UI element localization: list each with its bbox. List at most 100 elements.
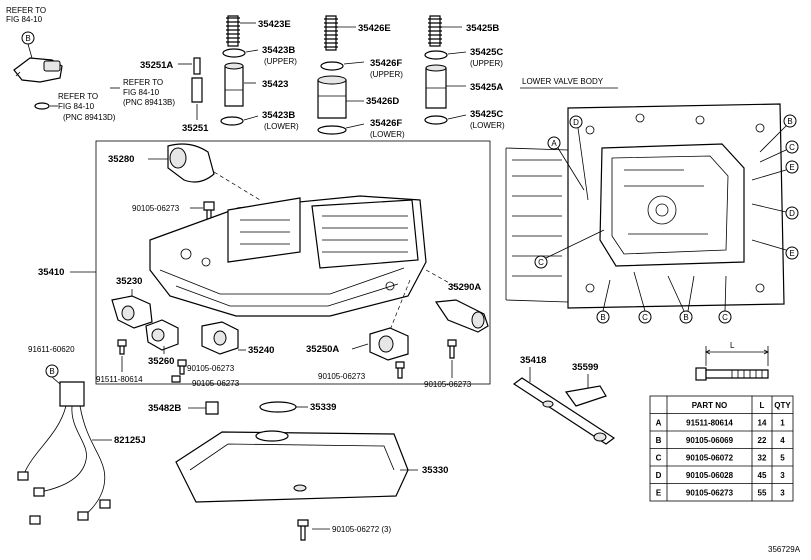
o-ring-icon	[220, 116, 244, 126]
table-cell: 90105-06273	[686, 489, 734, 498]
callout-e-1-letter: E	[789, 163, 794, 172]
spring-icon	[428, 15, 442, 47]
callout-b-1-letter: B	[787, 117, 792, 126]
refer-note-a-line3: (PNC 89413B)	[123, 98, 175, 107]
label-82125J: 82125J	[114, 435, 146, 446]
label-35423B-upper: 35423B	[262, 45, 295, 56]
bolt-shank-icon	[705, 369, 769, 379]
callout-b-top-letter: B	[25, 34, 30, 43]
label-35482B: 35482B	[148, 403, 181, 414]
note-lower-2: (LOWER)	[370, 130, 405, 139]
table-cell: 45	[758, 471, 767, 480]
valve-icon	[191, 77, 203, 103]
table-cell: 90105-06072	[686, 454, 734, 463]
label-35425B: 35425B	[466, 23, 499, 34]
table-cell: A	[656, 419, 662, 428]
table-cell: B	[656, 436, 662, 445]
connector-icon	[77, 511, 89, 521]
o-ring-icon	[317, 125, 347, 135]
pan-bolts: 90105-06272 (3)	[297, 519, 391, 541]
label-35425A: 35425A	[470, 82, 503, 93]
bolt-icon	[297, 519, 309, 541]
callout-a-letter: A	[551, 139, 557, 148]
valve-body-assembly	[149, 195, 463, 331]
lower-valve-body-view	[505, 103, 785, 309]
check-ball-group: 35251A 35251	[140, 57, 209, 134]
table-cell: 90105-06028	[686, 471, 734, 480]
label-bolt-91511-80614: 91511-80614	[96, 375, 143, 384]
lower-body-callouts: A D B C E D E C B C B C	[534, 114, 799, 324]
label-35426D: 35426D	[366, 96, 399, 107]
figure-code: 356729A	[768, 545, 801, 554]
wire-harness-82125J: 91611-60620 B 82125J	[17, 345, 146, 525]
o-ring-icon	[222, 48, 246, 58]
connector-icon	[59, 381, 85, 407]
callout-b-2-letter: B	[600, 313, 605, 322]
callout-c-1-letter: C	[789, 143, 795, 152]
table-cell: D	[656, 471, 662, 480]
label-35250A: 35250A	[306, 344, 339, 355]
bolt-icon	[177, 359, 187, 375]
piston-icon	[224, 65, 244, 107]
connector-icon	[99, 499, 111, 509]
table-header: L	[760, 401, 765, 410]
table-cell: 3	[780, 489, 785, 498]
bolt-icon	[447, 339, 457, 359]
piston-icon	[317, 79, 347, 119]
oil-pan-icon	[175, 431, 409, 503]
connector-icon	[33, 487, 45, 497]
label-35330: 35330	[422, 465, 448, 476]
oil-pan-35330: 35330	[175, 430, 448, 503]
callout-e-1	[785, 160, 799, 174]
clip-35482B: 35482B	[148, 401, 219, 415]
label-bolt-90105-06273-e: 90105-06273	[424, 380, 472, 389]
solenoid-35290A: 35290A 90105-06273	[424, 282, 489, 389]
label-35251: 35251	[182, 123, 209, 134]
o-ring-icon	[320, 61, 344, 71]
label-35251A: 35251A	[140, 60, 173, 71]
callout-c-1	[785, 140, 799, 154]
label-35280: 35280	[108, 154, 134, 165]
tube-35418: 35418	[512, 355, 616, 445]
label-35426F-lower: 35426F	[370, 118, 402, 129]
label-bolt-91611-60620: 91611-60620	[28, 345, 75, 354]
retainer-icon	[193, 57, 201, 75]
solenoid-35280: 35280	[108, 143, 261, 201]
bolt-label-upper-left: 90105-06273	[132, 201, 215, 221]
label-35230: 35230	[116, 276, 142, 287]
table-cell: 1	[780, 419, 785, 428]
bolt-length-sketch: L	[695, 341, 769, 381]
label-35423E: 35423E	[258, 19, 291, 30]
refer-note-mid-group: REFER TO FIG 84-10 (PNC 89413B) REFER TO…	[34, 78, 175, 122]
refer-note-b-line3: (PNC 89413D)	[63, 113, 116, 122]
label-35426E: 35426E	[358, 23, 391, 34]
label-35423: 35423	[262, 79, 288, 90]
label-35425C-upper: 35425C	[470, 47, 503, 58]
label-35240: 35240	[248, 345, 274, 356]
refer-note-b-line1: REFER TO	[58, 92, 98, 101]
table-cell: C	[656, 454, 662, 463]
refer-note-b-line2: FIG 84-10	[58, 102, 95, 111]
o-ring-icon	[424, 115, 448, 125]
refer-note-top-line2: FIG 84-10	[6, 15, 43, 24]
spring-icon	[324, 15, 338, 51]
accumulator-column-1: 35423E 35423B (UPPER) 35423 35423B (LOWE…	[220, 15, 299, 131]
table-header: QTY	[774, 401, 791, 410]
callout-d-2	[785, 206, 799, 220]
plate-icon	[564, 385, 607, 407]
bolt-icon	[171, 375, 181, 383]
label-bolt-90105-06273-d: 90105-06273	[318, 372, 366, 381]
lower-valve-body-title: LOWER VALVE BODY	[522, 77, 604, 86]
label-35599: 35599	[572, 362, 598, 373]
label-35425C-lower: 35425C	[470, 109, 503, 120]
connector-icon	[29, 515, 41, 525]
label-bolt-90105-06273-c: 90105-06273	[192, 379, 240, 388]
label-35423B-lower: 35423B	[262, 110, 295, 121]
table-cell: 91511-80614	[686, 419, 733, 428]
label-35339: 35339	[310, 402, 336, 413]
callout-c-4-letter: C	[722, 313, 728, 322]
callout-b-3	[679, 310, 693, 324]
table-cell: E	[656, 489, 662, 498]
